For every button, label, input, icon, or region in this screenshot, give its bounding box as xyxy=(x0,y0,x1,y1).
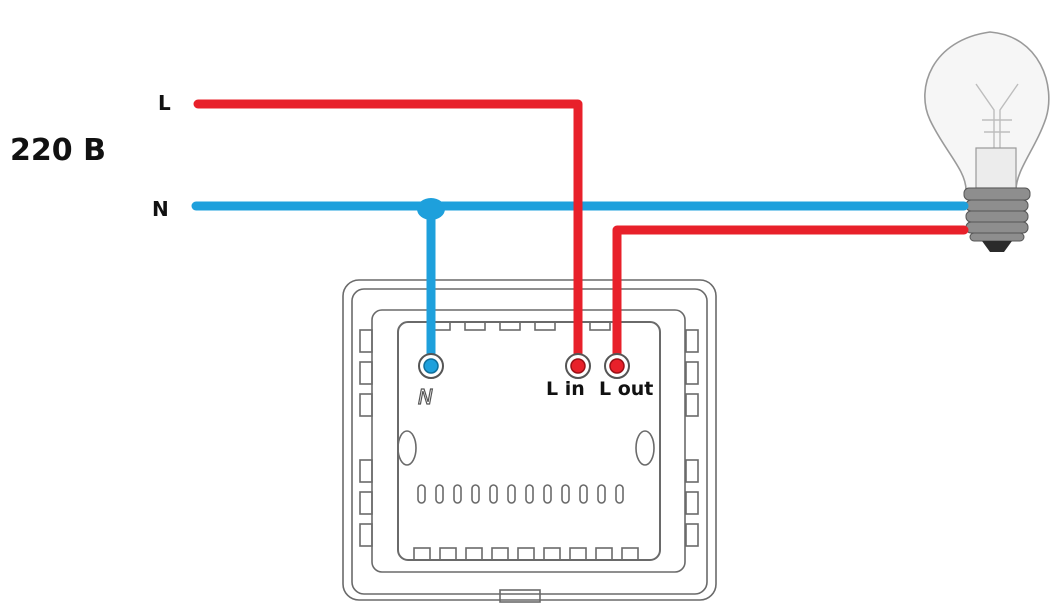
left-mount-hole xyxy=(397,430,417,466)
line-label: L xyxy=(158,91,171,115)
line-out-wire xyxy=(612,225,969,370)
neutral-junction xyxy=(417,198,445,220)
terminal-l-in xyxy=(565,353,591,379)
line-in-label: L in xyxy=(546,378,585,400)
right-mount-hole xyxy=(635,430,655,466)
switch-outer-frame xyxy=(342,279,717,601)
line-wires xyxy=(193,99,969,370)
voltage-label: 220 B xyxy=(10,133,106,168)
bulb-base xyxy=(963,187,1031,242)
top-notches xyxy=(429,321,611,331)
light-bulb-icon xyxy=(924,31,1050,252)
terminal-l-out xyxy=(604,353,630,379)
neutral-label: N xyxy=(152,197,169,221)
vent-slots xyxy=(417,484,624,504)
left-side-ribs xyxy=(359,329,373,547)
bulb-filament xyxy=(975,83,1019,150)
bottom-tab xyxy=(499,589,541,603)
switch-inner-frame xyxy=(351,288,708,595)
terminal-n-label: N xyxy=(418,385,433,409)
line-in-wire xyxy=(193,99,583,370)
line-out-label: L out xyxy=(599,378,653,400)
bulb-glass xyxy=(924,31,1050,191)
bulb-neck xyxy=(975,147,1017,189)
switch-mount-plate xyxy=(371,309,686,573)
terminal-n xyxy=(418,353,444,379)
bottom-teeth xyxy=(413,547,639,561)
right-side-ribs xyxy=(685,329,699,547)
bulb-contact xyxy=(982,241,1012,252)
wall-switch xyxy=(342,279,717,603)
